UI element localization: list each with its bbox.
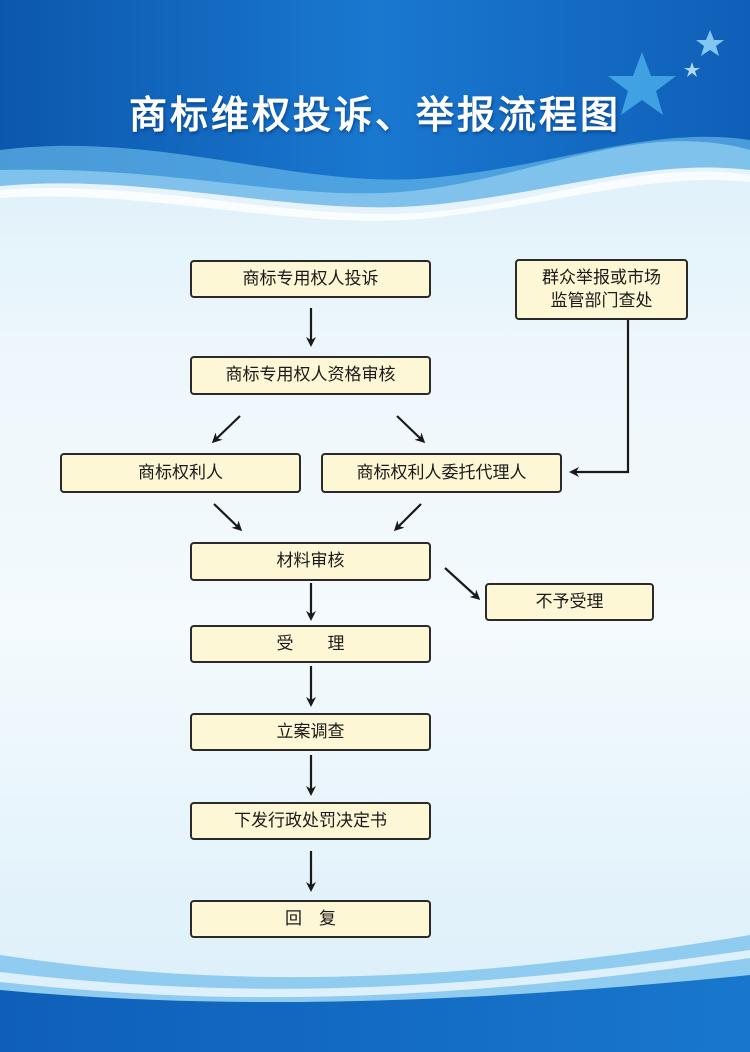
node-accept: 受 理 xyxy=(190,625,431,663)
footer-wave xyxy=(0,975,750,1052)
node-public-report: 群众举报或市场 监管部门查处 xyxy=(515,259,688,320)
node-investigation: 立案调查 xyxy=(190,713,431,751)
node-public-report-line2: 监管部门查处 xyxy=(550,290,653,311)
node-complaint: 商标专用权人投诉 xyxy=(190,260,431,298)
node-decision: 下发行政处罚决定书 xyxy=(190,802,431,840)
page-title: 商标维权投诉、举报流程图 xyxy=(128,93,621,137)
footer-wave-white xyxy=(0,950,750,998)
header-wave-white xyxy=(0,167,750,221)
node-qualification: 商标专用权人资格审核 xyxy=(190,356,431,395)
star-large-icon xyxy=(608,52,676,115)
node-public-report-line1: 群众举报或市场 xyxy=(542,268,661,289)
star-small-icon xyxy=(696,30,724,56)
node-material-review: 材料审核 xyxy=(190,542,431,581)
node-agent: 商标权利人委托代理人 xyxy=(321,453,562,493)
node-rights-holder: 商标权利人 xyxy=(60,453,301,493)
node-reject: 不予受理 xyxy=(485,583,654,621)
node-reply: 回 复 xyxy=(190,900,431,938)
star-tiny-icon xyxy=(684,62,700,77)
header-wave xyxy=(0,0,750,194)
